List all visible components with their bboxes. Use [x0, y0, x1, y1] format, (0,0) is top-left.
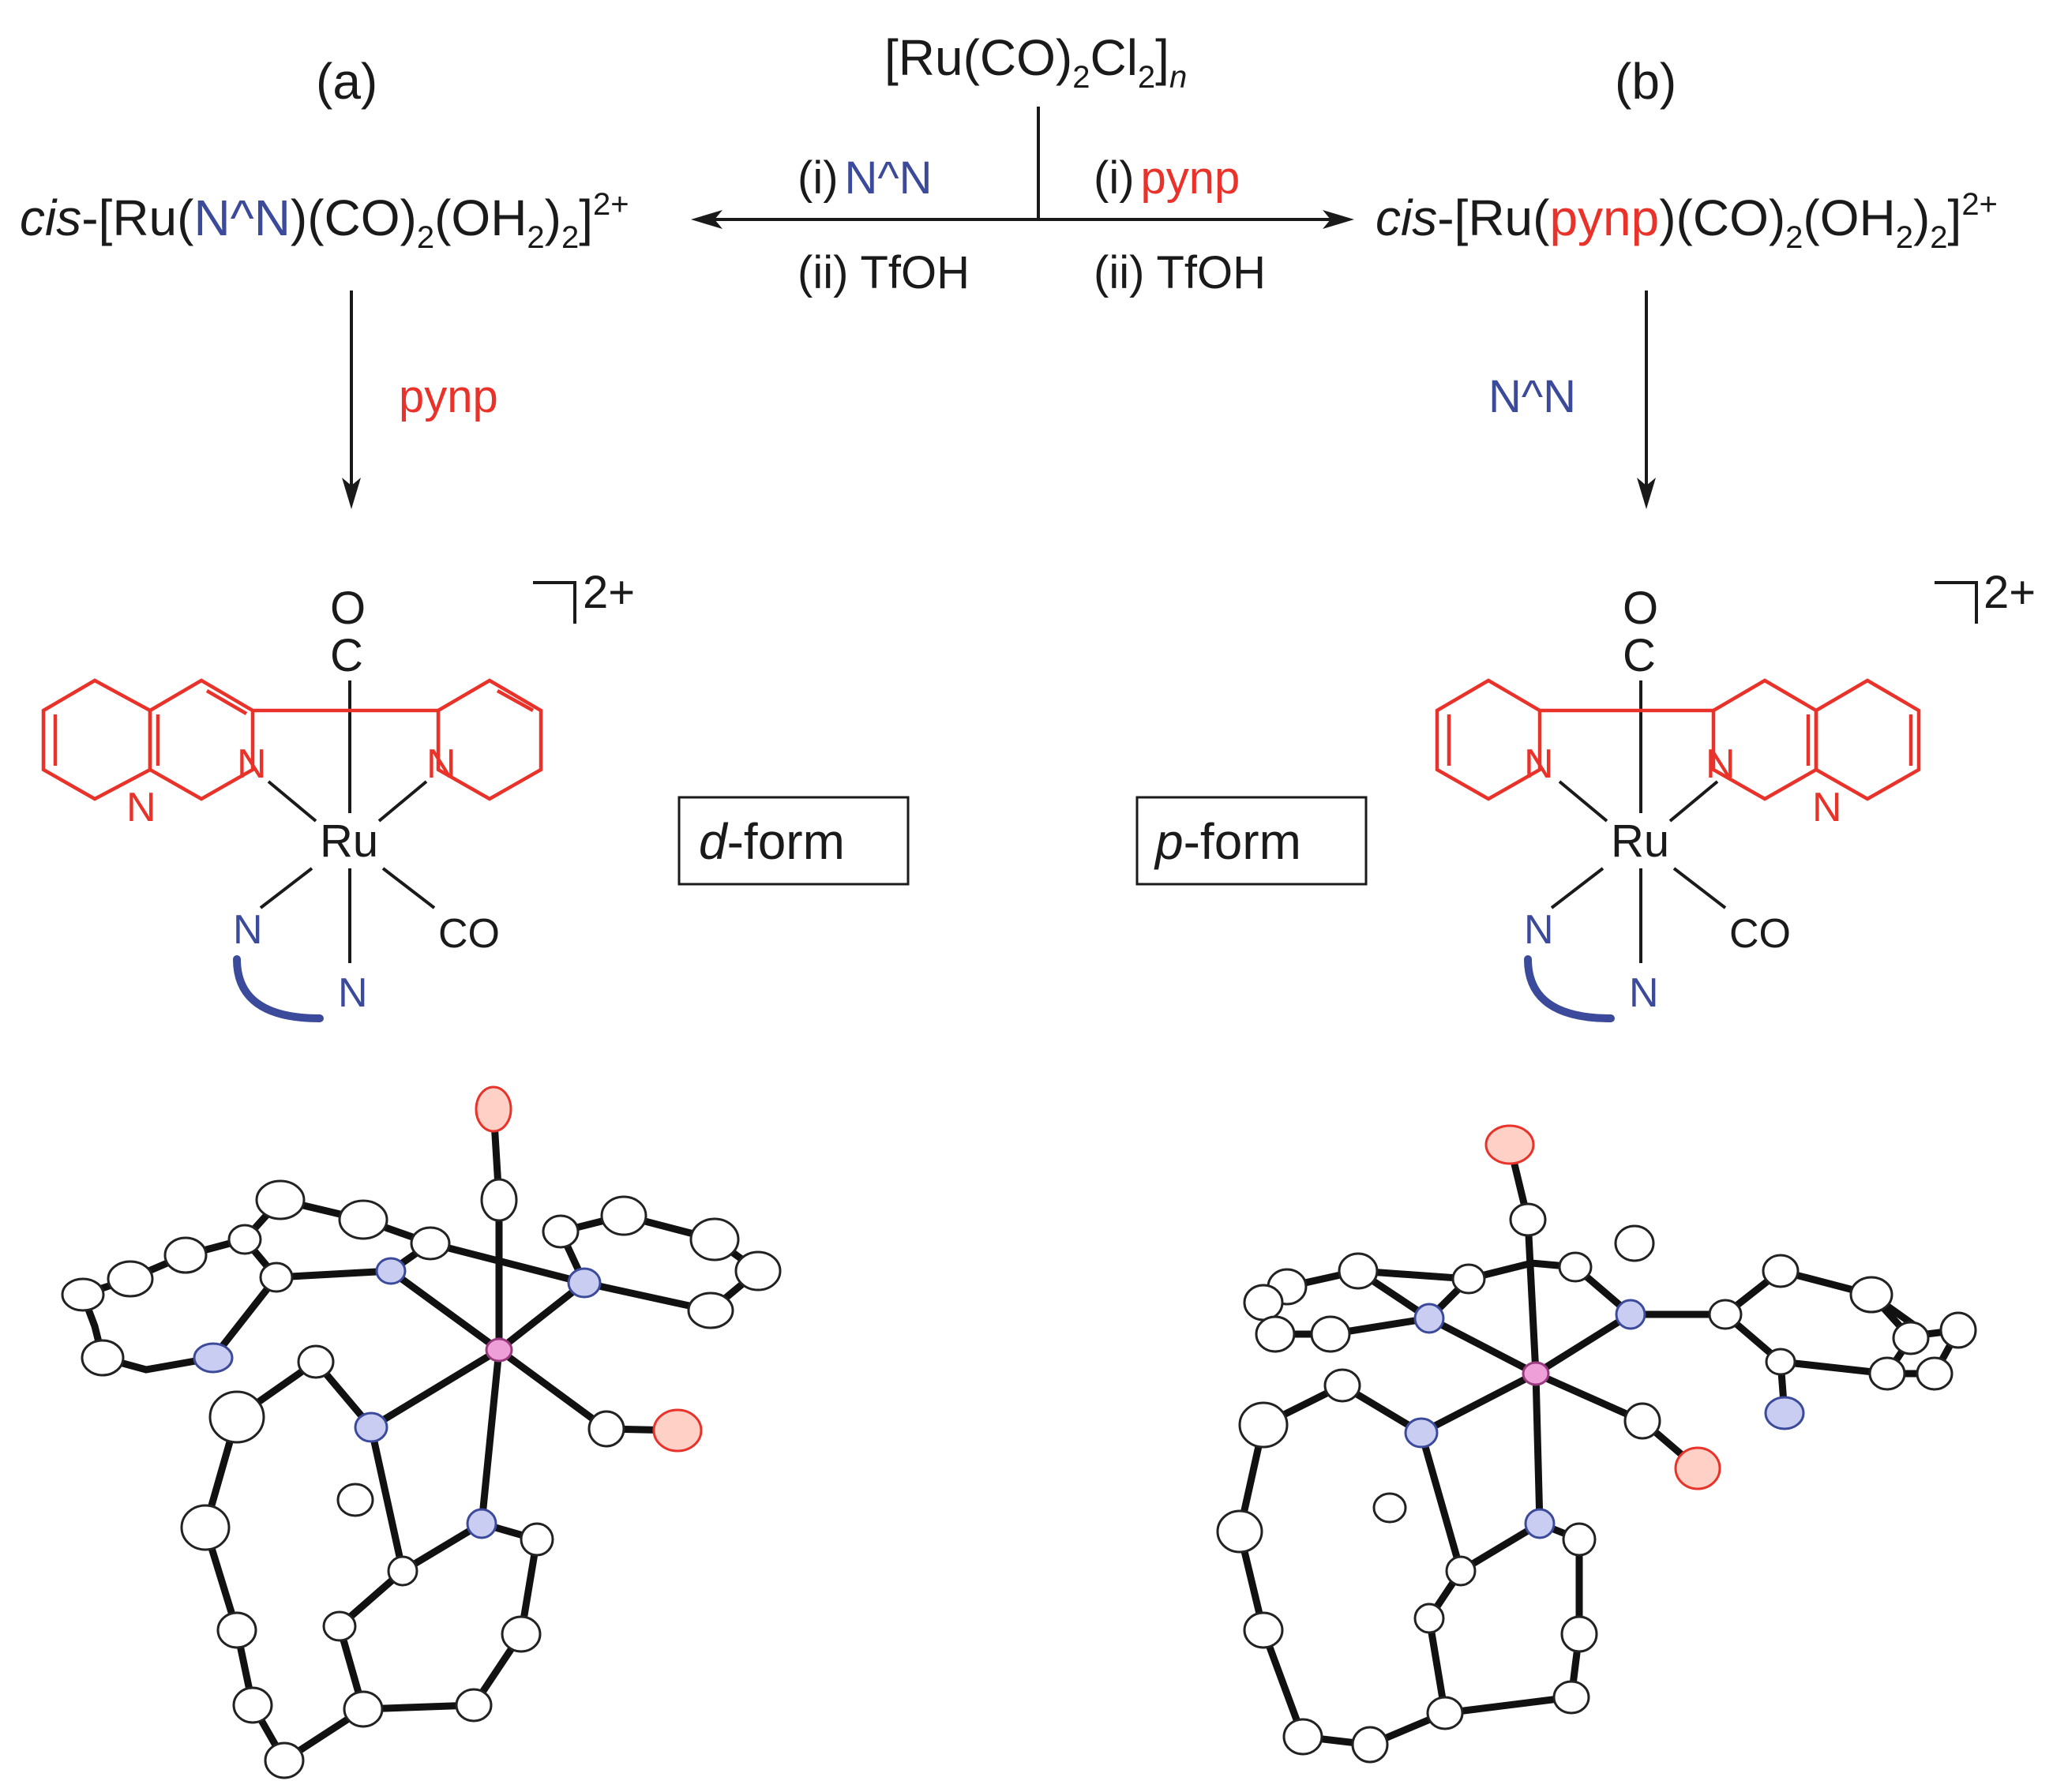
ortep-d-form [61, 1085, 782, 1779]
svg-text:p-form: p-form [1154, 813, 1301, 870]
down-reagent-a: pynp [399, 371, 498, 422]
branch-arrows [691, 107, 1354, 229]
svg-text:Ru: Ru [1611, 815, 1669, 867]
structure-p-form: 2+ O C N N N Ru CO N N [1435, 567, 2036, 1022]
svg-text:O: O [330, 583, 366, 634]
svg-text:C: C [330, 630, 363, 681]
down-arrow-b [1637, 291, 1656, 509]
panel-b-label: (b) [1615, 53, 1676, 110]
svg-text:O: O [1623, 583, 1658, 634]
ortep-p-form [1216, 1124, 1977, 1764]
right-step1: (i)pynp [1094, 152, 1240, 204]
svg-text:N: N [1524, 907, 1554, 953]
svg-text:N: N [426, 741, 456, 787]
svg-text:N: N [1812, 785, 1842, 830]
panel-a-label: (a) [316, 53, 377, 110]
left-step1: (i)N^N [798, 152, 933, 204]
svg-text:N: N [233, 907, 263, 953]
svg-text:N: N [338, 970, 368, 1016]
svg-text:C: C [1623, 630, 1656, 681]
svg-text:N: N [237, 741, 267, 787]
svg-text:N: N [126, 785, 156, 830]
svg-text:2+: 2+ [583, 567, 635, 618]
svg-text:2+: 2+ [1984, 567, 2036, 618]
svg-text:CO: CO [438, 911, 500, 957]
intermediate-b: cis-[Ru(pynp)(CO)2(OH2)2]2+ [1376, 187, 1998, 255]
starting-material: [Ru(CO)2Cl2]n [884, 29, 1187, 95]
left-step2: (ii) TfOH [798, 247, 970, 298]
svg-text:d-form: d-form [699, 813, 845, 870]
svg-text:N: N [1706, 741, 1736, 787]
svg-text:N: N [1524, 741, 1554, 787]
svg-text:CO: CO [1729, 911, 1791, 957]
p-form-label-box: p-form [1135, 796, 1368, 886]
down-arrow-a [342, 291, 361, 509]
right-step2: (ii) TfOH [1094, 247, 1266, 298]
d-form-label-box: d-form [677, 796, 910, 886]
structure-d-form: 2+ O C N N N Ru CO N N [41, 567, 635, 1022]
down-reagent-b: N^N [1488, 371, 1576, 422]
svg-text:N: N [1629, 970, 1659, 1016]
svg-text:Ru: Ru [320, 815, 378, 867]
intermediate-a: cis-[Ru(N^N)(CO)2(OH2)2]2+ [20, 187, 629, 255]
